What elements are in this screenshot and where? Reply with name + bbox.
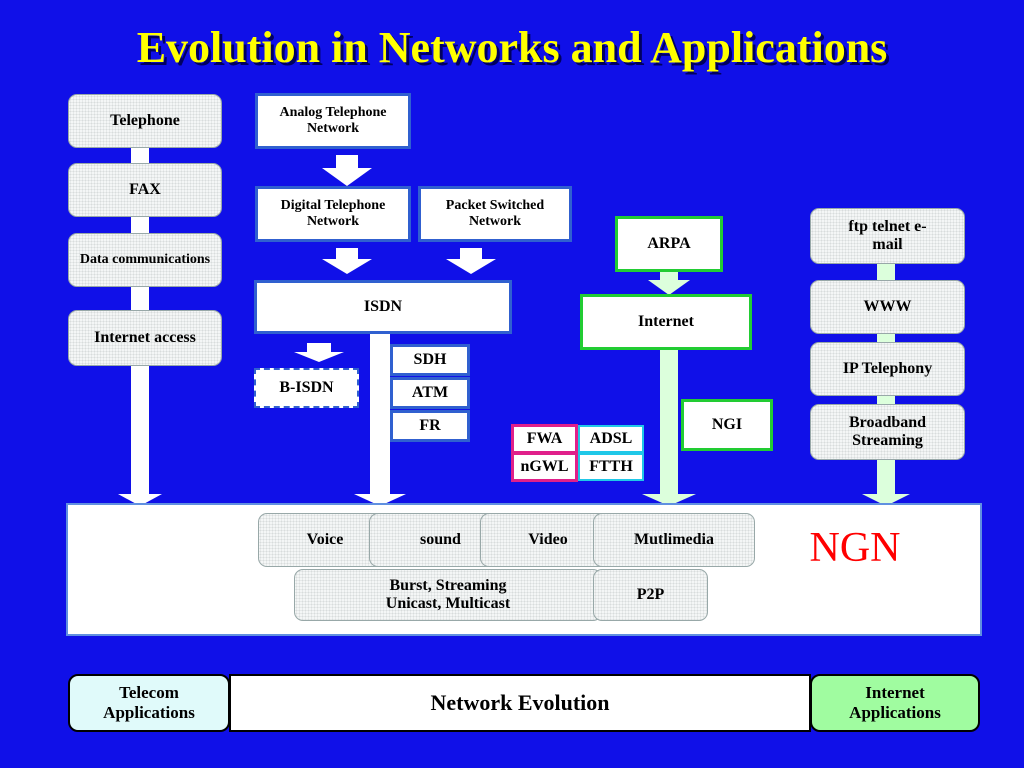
digital-isdn-arrow-head xyxy=(322,259,372,274)
fwa-node: FWA xyxy=(511,424,578,454)
b-isdn-node: B-ISDN xyxy=(254,368,359,408)
analog-digital-arrow-shaft xyxy=(336,155,358,169)
digital-isdn-arrow-shaft xyxy=(336,248,358,260)
packet-switched-network-node: Packet Switched Network xyxy=(418,186,572,242)
ngn-label: NGN xyxy=(809,524,901,571)
isdn-bisdn-arrow-head xyxy=(294,352,344,362)
www-node: WWW xyxy=(810,280,965,334)
isdn-bisdn-arrow-shaft xyxy=(307,343,331,353)
internet-applications-box: Internet Applications xyxy=(810,674,980,732)
data-communications-node: Data communications xyxy=(68,233,222,287)
ip-telephony-node: IP Telephony xyxy=(810,342,965,396)
packet-isdn-arrow-head xyxy=(446,259,496,274)
packet-isdn-arrow-shaft xyxy=(460,248,482,260)
fr-node: FR xyxy=(390,410,470,442)
telecom-arrow-head xyxy=(118,494,162,506)
burst-streaming-node: Burst, Streaming Unicast, Multicast xyxy=(294,569,602,621)
isdn-stem xyxy=(370,333,390,496)
isdn-node: ISDN xyxy=(254,280,512,334)
adsl-node: ADSL xyxy=(578,425,644,453)
sdh-node: SDH xyxy=(390,344,470,376)
multimedia-node: Mutlimedia xyxy=(593,513,755,567)
arpa-internet-arrow-head xyxy=(648,280,690,295)
broadband-streaming-node: Broadband Streaming xyxy=(810,404,965,460)
ftth-node: FTTH xyxy=(578,453,644,481)
digital-telephone-network-node: Digital Telephone Network xyxy=(255,186,411,242)
fax-node: FAX xyxy=(68,163,222,217)
page-title: Evolution in Networks and Applications xyxy=(136,23,888,72)
ngwl-node: nGWL xyxy=(511,452,578,482)
p2p-node: P2P xyxy=(593,569,708,621)
internet-stem xyxy=(660,349,678,496)
atm-node: ATM xyxy=(390,377,470,409)
internet-access-node: Internet access xyxy=(68,310,222,366)
analog-digital-arrow-head xyxy=(322,168,372,186)
telecom-applications-box: Telecom Applications xyxy=(68,674,230,732)
internet-apps-arrow-head xyxy=(862,494,910,506)
network-evolution-box: Network Evolution xyxy=(229,674,811,732)
analog-telephone-network-node: Analog Telephone Network xyxy=(255,93,411,149)
ngi-node: NGI xyxy=(681,399,773,451)
telephone-node: Telephone xyxy=(68,94,222,148)
internet-node: Internet xyxy=(580,294,752,350)
internet-arrow-head xyxy=(642,494,696,506)
ftp-telnet-email-node: ftp telnet e-mail xyxy=(810,208,965,264)
arpa-node: ARPA xyxy=(615,216,723,272)
isdn-arrow-head xyxy=(354,494,406,506)
arpa-internet-arrow-shaft xyxy=(660,270,678,282)
